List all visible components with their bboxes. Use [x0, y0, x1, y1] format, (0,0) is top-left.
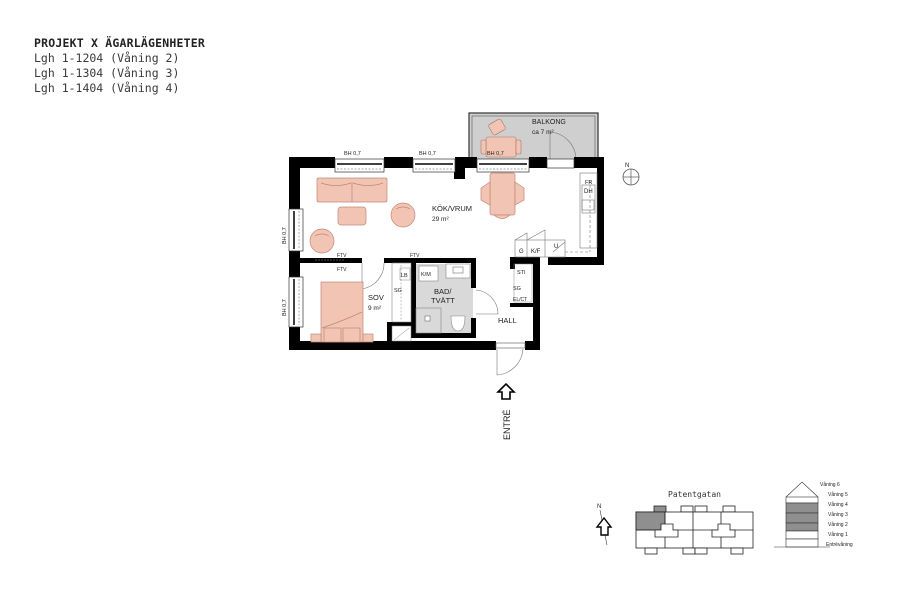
street-label: Patentgatan	[668, 490, 721, 499]
ventilation: FTV FTV FTV	[315, 253, 420, 273]
north-label: N	[625, 163, 629, 169]
section-floor-label: Våning 1	[828, 531, 848, 538]
hall-wardrobe-label: SG	[513, 286, 521, 292]
balcony-area: ca 7 m²	[532, 129, 555, 136]
living-furniture	[309, 172, 525, 254]
window-label: BH 0,7	[282, 299, 288, 316]
window-label: BH 0,7	[419, 151, 436, 157]
washer-label: K/M	[421, 272, 431, 278]
section-floor-label: Våning 3	[828, 511, 848, 518]
window-label: BH 0,7	[487, 151, 504, 157]
unit-line: Lgh 1-1204 (Våning 2)	[34, 51, 180, 65]
living-room-label: KÖK/VRUM	[432, 204, 472, 213]
unit-line: Lgh 1-1304 (Våning 3)	[34, 66, 180, 80]
building-section: Våning 6 Våning 5 Våning 4 Våning 3 Våni…	[774, 481, 853, 548]
wardrobe-label: SG	[394, 288, 402, 294]
storage-label: STI	[517, 270, 526, 276]
balcony: BALKONG ca 7 m² BH 0,7	[468, 112, 599, 162]
oven-label: U	[554, 244, 558, 250]
project-header: PROJEKT X ÄGARLÄGENHETER Lgh 1-1204 (Vån…	[34, 36, 205, 96]
bathroom: K/M BAD/ TVÄTT	[415, 263, 499, 334]
section-floor-label: Våning 5	[828, 491, 848, 498]
kitchen: FR DH G K/F U	[514, 172, 598, 258]
electric-cabinet-label: EL/CT	[513, 297, 527, 303]
fridge-label: FR	[585, 180, 592, 186]
windows	[288, 158, 575, 328]
stove-label: G	[519, 249, 524, 255]
bedroom-area: 9 m²	[368, 305, 382, 312]
window-label: BH 0,7	[344, 151, 361, 157]
keyplan-north-icon: N	[595, 504, 613, 546]
section-floor-label: Våning 6	[820, 481, 840, 488]
ftv-label: FTV	[410, 253, 420, 259]
window-labels: BH 0,7 BH 0,7 BH 0,7 BH 0,7	[282, 151, 436, 316]
fridge-freezer-label: K/F	[531, 249, 541, 255]
north-compass-icon: N	[622, 163, 640, 186]
walls	[289, 157, 604, 350]
living-room-area: 29 m²	[432, 216, 449, 223]
bathroom-label-line2: TVÄTT	[431, 296, 455, 305]
door-swing	[361, 262, 385, 290]
key-plan: Patentgatan N	[595, 490, 754, 555]
keyplan-north-label: N	[597, 504, 601, 510]
ftv-label: FTV	[337, 253, 347, 259]
entrance-arrow-icon	[496, 382, 516, 400]
bathroom-label-line1: BAD/	[434, 287, 452, 296]
project-title: PROJEKT X ÄGARLÄGENHETER	[34, 36, 205, 50]
bedroom-label: SOV	[368, 293, 384, 302]
linen-label: LB	[401, 273, 408, 279]
balcony-label: BALKONG	[532, 119, 566, 126]
section-floor-label: Våning 4	[828, 501, 848, 508]
door-swing	[475, 289, 499, 315]
section-floor-label: Våning 2	[828, 521, 848, 528]
bed	[310, 281, 374, 343]
entrance-label: ENTRÉ	[502, 409, 512, 440]
window-label: BH 0,7	[282, 227, 288, 244]
bedroom: LB SG SOV 9 m²	[310, 262, 412, 343]
hall-label: HALL	[498, 316, 517, 325]
unit-line: Lgh 1-1404 (Våning 4)	[34, 81, 180, 95]
ftv-label: FTV	[337, 267, 347, 273]
hall: STI SG EL/CT HALL	[495, 263, 533, 376]
section-floor-label: Entrévåning	[826, 541, 853, 548]
entry-door-swing	[496, 348, 524, 376]
dishwasher-label: DH	[584, 189, 593, 195]
